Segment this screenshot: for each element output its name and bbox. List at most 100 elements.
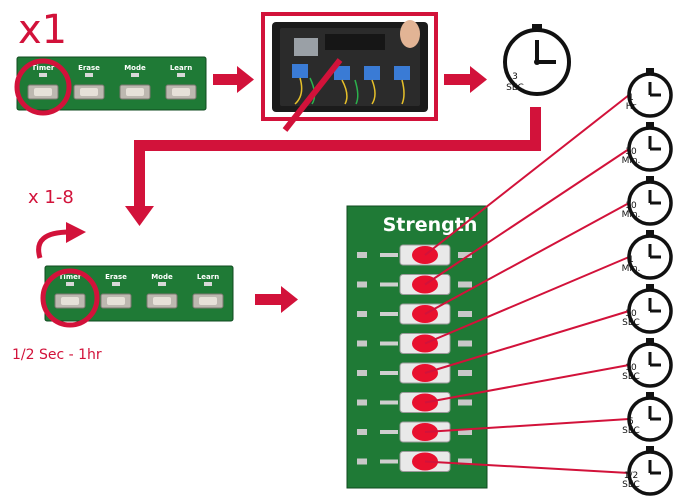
top-bar-led (85, 73, 93, 77)
timer-option-unit: SEC (622, 318, 640, 328)
timer-option-unit: SEC (622, 426, 640, 436)
strength-row-resistor (357, 252, 367, 258)
repeat-count-label: x 1-8 (28, 187, 74, 208)
strength-row-trace (380, 430, 398, 434)
button-bar-lower: Timer Erase Mode Learn (44, 265, 234, 322)
clock-3-label-2: SEC (506, 83, 524, 93)
lower-bar-button-cap (199, 297, 217, 305)
strength-row-resistor (357, 311, 367, 317)
clock-crown (646, 122, 654, 127)
lower-bar-led (112, 282, 120, 286)
connector-line-7 (424, 418, 630, 433)
top-bar-label-learn: Learn (170, 64, 192, 72)
clock-crown (646, 230, 654, 235)
clock-crown (646, 338, 654, 343)
repeat-curved-arrow (36, 222, 86, 259)
strength-row-trace (380, 459, 398, 464)
step1-count-label: x1 (18, 7, 67, 53)
clock-crown (646, 176, 654, 181)
clock-crown (646, 446, 654, 451)
strength-row-resistor (458, 252, 472, 258)
strength-row-trace (380, 371, 398, 375)
strength-board: Strength (346, 205, 488, 489)
strength-row-resistor (357, 340, 367, 347)
strength-row-resistor (458, 340, 472, 347)
strength-row-resistor (458, 370, 472, 376)
lower-bar-label-learn: Learn (197, 273, 219, 281)
connector-line-5 (424, 310, 630, 374)
connector-line-1 (424, 94, 630, 256)
strength-row-resistor (458, 281, 472, 288)
lower-bar-led (204, 282, 212, 286)
timer-option-value: 30 (625, 309, 637, 319)
finger-pressing (400, 20, 420, 48)
strength-row-resistor (458, 458, 472, 465)
strength-row-resistor (458, 399, 472, 406)
lower-bar-label-erase: Erase (105, 273, 127, 281)
timer-option-value: 10 (625, 363, 637, 373)
top-bar-led (39, 73, 47, 77)
connector-line-6 (424, 364, 630, 404)
strength-row-resistor (357, 370, 367, 376)
timer-option-unit: SEC (622, 480, 640, 490)
connector-line-4 (424, 256, 630, 345)
strength-row-resistor (357, 281, 367, 288)
lower-bar-led (158, 282, 166, 286)
strength-row-trace (380, 253, 398, 257)
top-bar-button-cap (34, 88, 52, 96)
clock-3-label-1: 3 (512, 72, 518, 82)
top-bar-button-cap (126, 88, 144, 96)
timer-option-clock-1: 1Hr (626, 68, 673, 118)
strength-title: Strength (383, 214, 478, 236)
strength-row-trace (380, 312, 398, 316)
clock-crown (646, 284, 654, 289)
timer-option-unit: Hr (626, 102, 637, 112)
connector-line-3 (424, 202, 630, 315)
timer-button-highlight-top (14, 58, 72, 116)
top-bar-label-erase: Erase (78, 64, 100, 72)
top-bar-label-timer: Timer (32, 64, 55, 72)
strength-row-resistor (357, 429, 367, 435)
clock-3-sec: 3 SEC (503, 24, 571, 96)
strength-row-resistor (458, 429, 472, 435)
relay-component (294, 38, 318, 56)
timer-option-unit: SEC (622, 372, 640, 382)
strength-row-trace (380, 341, 398, 346)
clock-crown (646, 68, 654, 73)
connector-line-8 (424, 460, 630, 474)
lower-bar-label-timer: Timer (59, 273, 82, 281)
top-bar-label-mode: Mode (124, 64, 146, 72)
strength-row-resistor (357, 399, 367, 406)
timer-option-value: 5 (628, 417, 634, 427)
range-label: 1/2 Sec - 1hr (12, 347, 102, 363)
top-bar-button-cap (80, 88, 98, 96)
timer-option-value: 1 (628, 93, 634, 103)
button-bar-top: Timer Erase Mode Learn (16, 56, 207, 111)
top-bar-button-cap (172, 88, 190, 96)
strength-row-resistor (357, 458, 367, 465)
lower-bar-label-mode: Mode (151, 273, 173, 281)
arrow-to-clock (444, 66, 487, 93)
return-arrow (125, 107, 541, 226)
controller-box (261, 12, 438, 132)
connector-line-2 (424, 148, 630, 286)
timer-option-unit: Min. (622, 156, 641, 166)
lower-bar-button-cap (107, 297, 125, 305)
timer-option-value: 1 (628, 255, 634, 265)
top-bar-led (177, 73, 185, 77)
arrow-to-controller (213, 66, 254, 93)
timer-button-highlight-lower (40, 268, 100, 328)
strength-row-resistor (458, 311, 472, 317)
clock-crown (646, 392, 654, 397)
strength-row-trace (380, 400, 398, 405)
arrow-to-strength (255, 286, 298, 313)
timer-option-value: 30 (625, 147, 637, 157)
timer-option-unit: Min. (622, 210, 641, 220)
